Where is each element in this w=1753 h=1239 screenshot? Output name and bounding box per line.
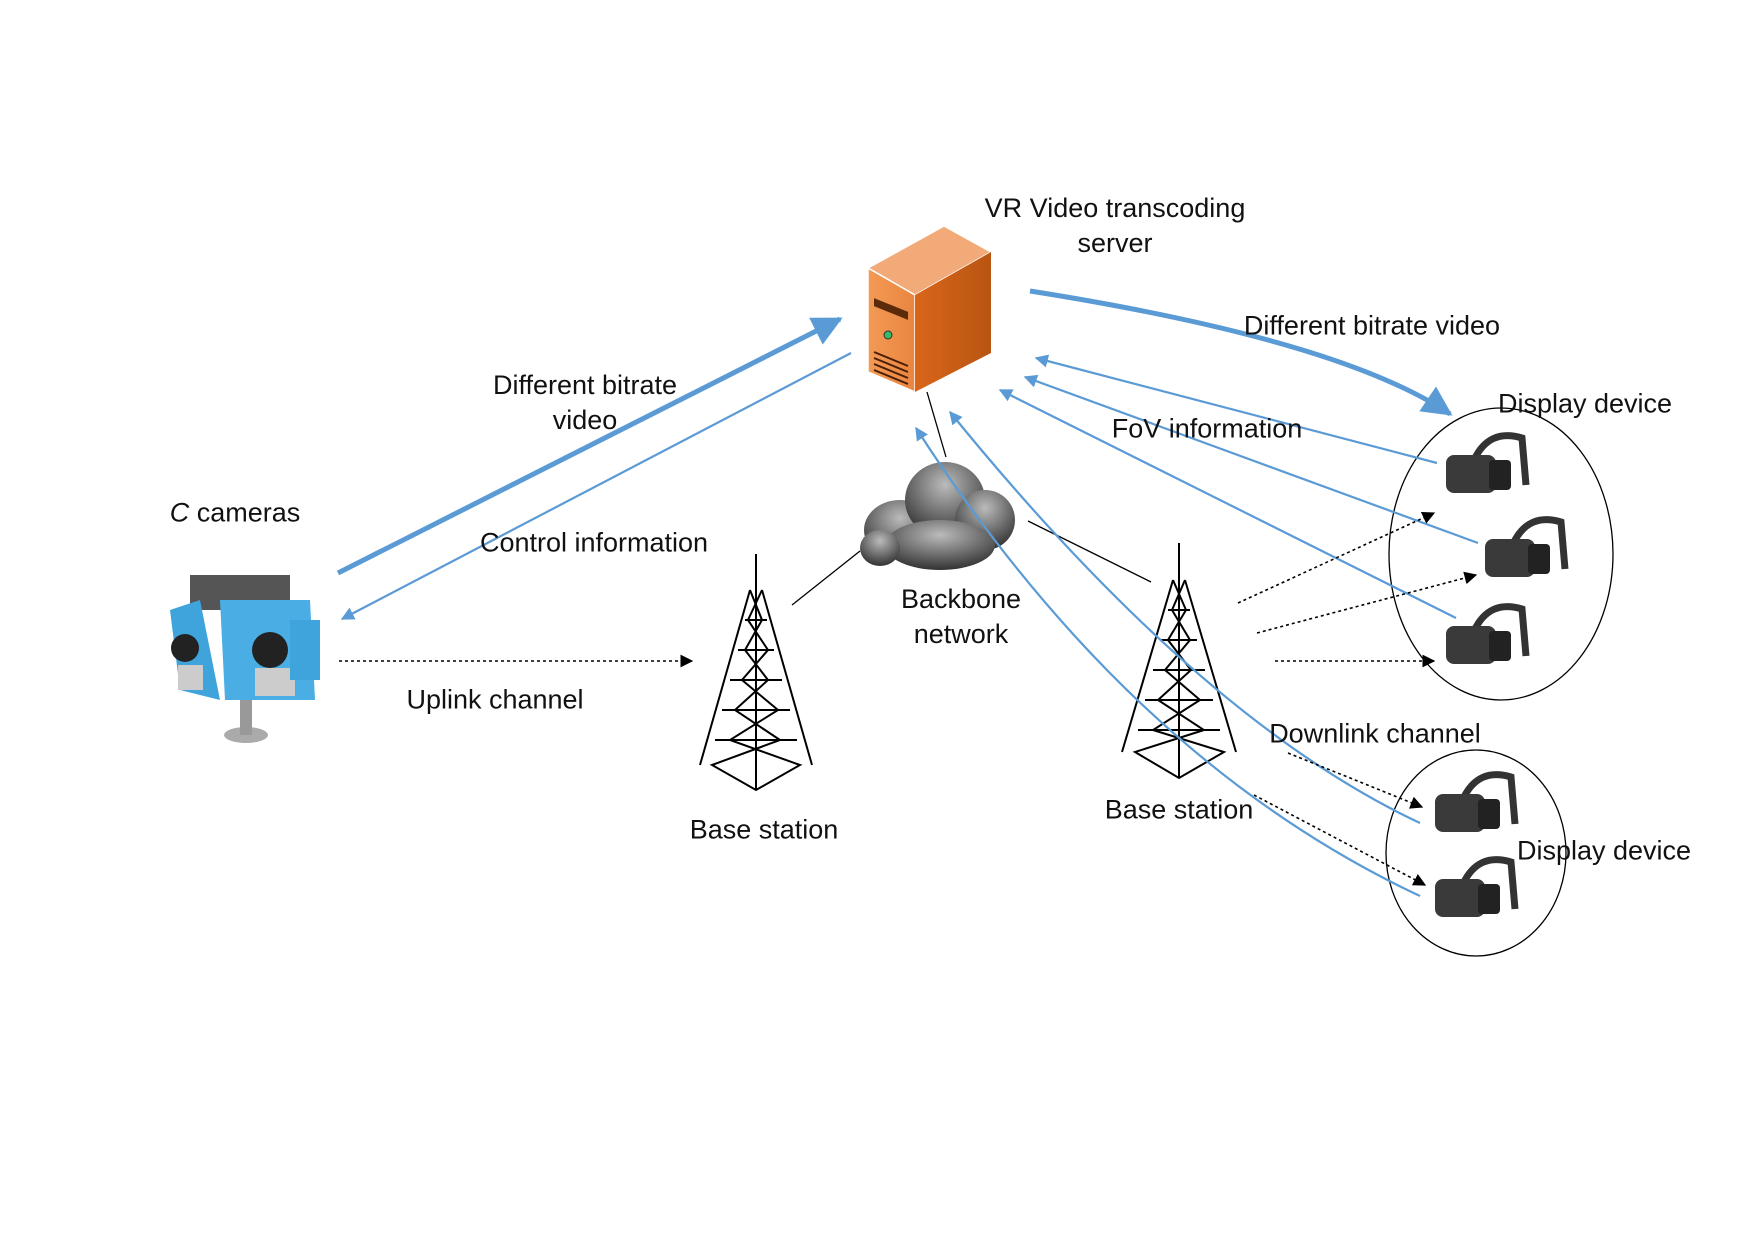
server-label-line2: server bbox=[1077, 228, 1153, 258]
uplink-channel-label: Uplink channel bbox=[406, 684, 584, 715]
control-info-arrow bbox=[340, 352, 852, 620]
fov-arrow-2 bbox=[1023, 374, 1479, 545]
display-bottom-label: Display device bbox=[1516, 835, 1692, 866]
uplink-video-label: Different bitrate video bbox=[493, 368, 677, 438]
vr-headset-icon bbox=[1435, 856, 1519, 917]
vr-headset-icon bbox=[1446, 432, 1530, 493]
camera-rig-icon bbox=[170, 575, 320, 743]
cameras-count-symbol: C bbox=[169, 497, 190, 528]
server-icon bbox=[866, 225, 993, 394]
backbone-line2: network bbox=[913, 619, 1009, 649]
backbone-label: Backbone network bbox=[901, 582, 1021, 652]
headsets bbox=[1435, 432, 1569, 917]
cloud-icon bbox=[860, 462, 1015, 570]
network-links bbox=[791, 391, 1152, 606]
display-group-top bbox=[1388, 407, 1614, 701]
display-top-label: Display device bbox=[1497, 388, 1673, 419]
base-station-right-icon bbox=[1121, 543, 1237, 780]
wireless-channels bbox=[339, 511, 1478, 886]
fov-arrow-1 bbox=[1034, 354, 1438, 465]
base-station-right-label: Base station bbox=[1104, 794, 1254, 825]
uplink-video-line1: Different bitrate bbox=[492, 370, 678, 400]
fov-label: FoV information bbox=[1111, 413, 1303, 444]
vr-headset-icon bbox=[1446, 603, 1530, 664]
data-flows bbox=[336, 288, 1479, 897]
uplink-video-arrow bbox=[336, 316, 843, 576]
uplink-video-line2: video bbox=[552, 405, 618, 435]
server-label-line1: VR Video transcoding bbox=[984, 193, 1246, 223]
backbone-line1: Backbone bbox=[900, 584, 1022, 614]
downlink-video-label: Different bitrate video bbox=[1243, 310, 1501, 341]
fov-arrow-5 bbox=[915, 426, 1421, 897]
display-group-bottom bbox=[1385, 749, 1567, 957]
cameras-label: C cameras bbox=[170, 496, 301, 531]
control-info-label: Control information bbox=[479, 527, 709, 558]
base-station-left-icon bbox=[699, 554, 813, 792]
downlink-video-arrow bbox=[1029, 288, 1453, 417]
base-station-left-label: Base station bbox=[689, 814, 839, 845]
downlink-channel-label: Downlink channel bbox=[1269, 718, 1481, 749]
vr-headset-icon bbox=[1485, 516, 1569, 577]
vr-headset-icon bbox=[1435, 771, 1519, 832]
cameras-text: cameras bbox=[189, 497, 301, 528]
fov-arrow-4 bbox=[949, 410, 1421, 824]
server-label: VR Video transcoding server bbox=[985, 191, 1246, 261]
fov-arrow-3 bbox=[998, 389, 1457, 619]
